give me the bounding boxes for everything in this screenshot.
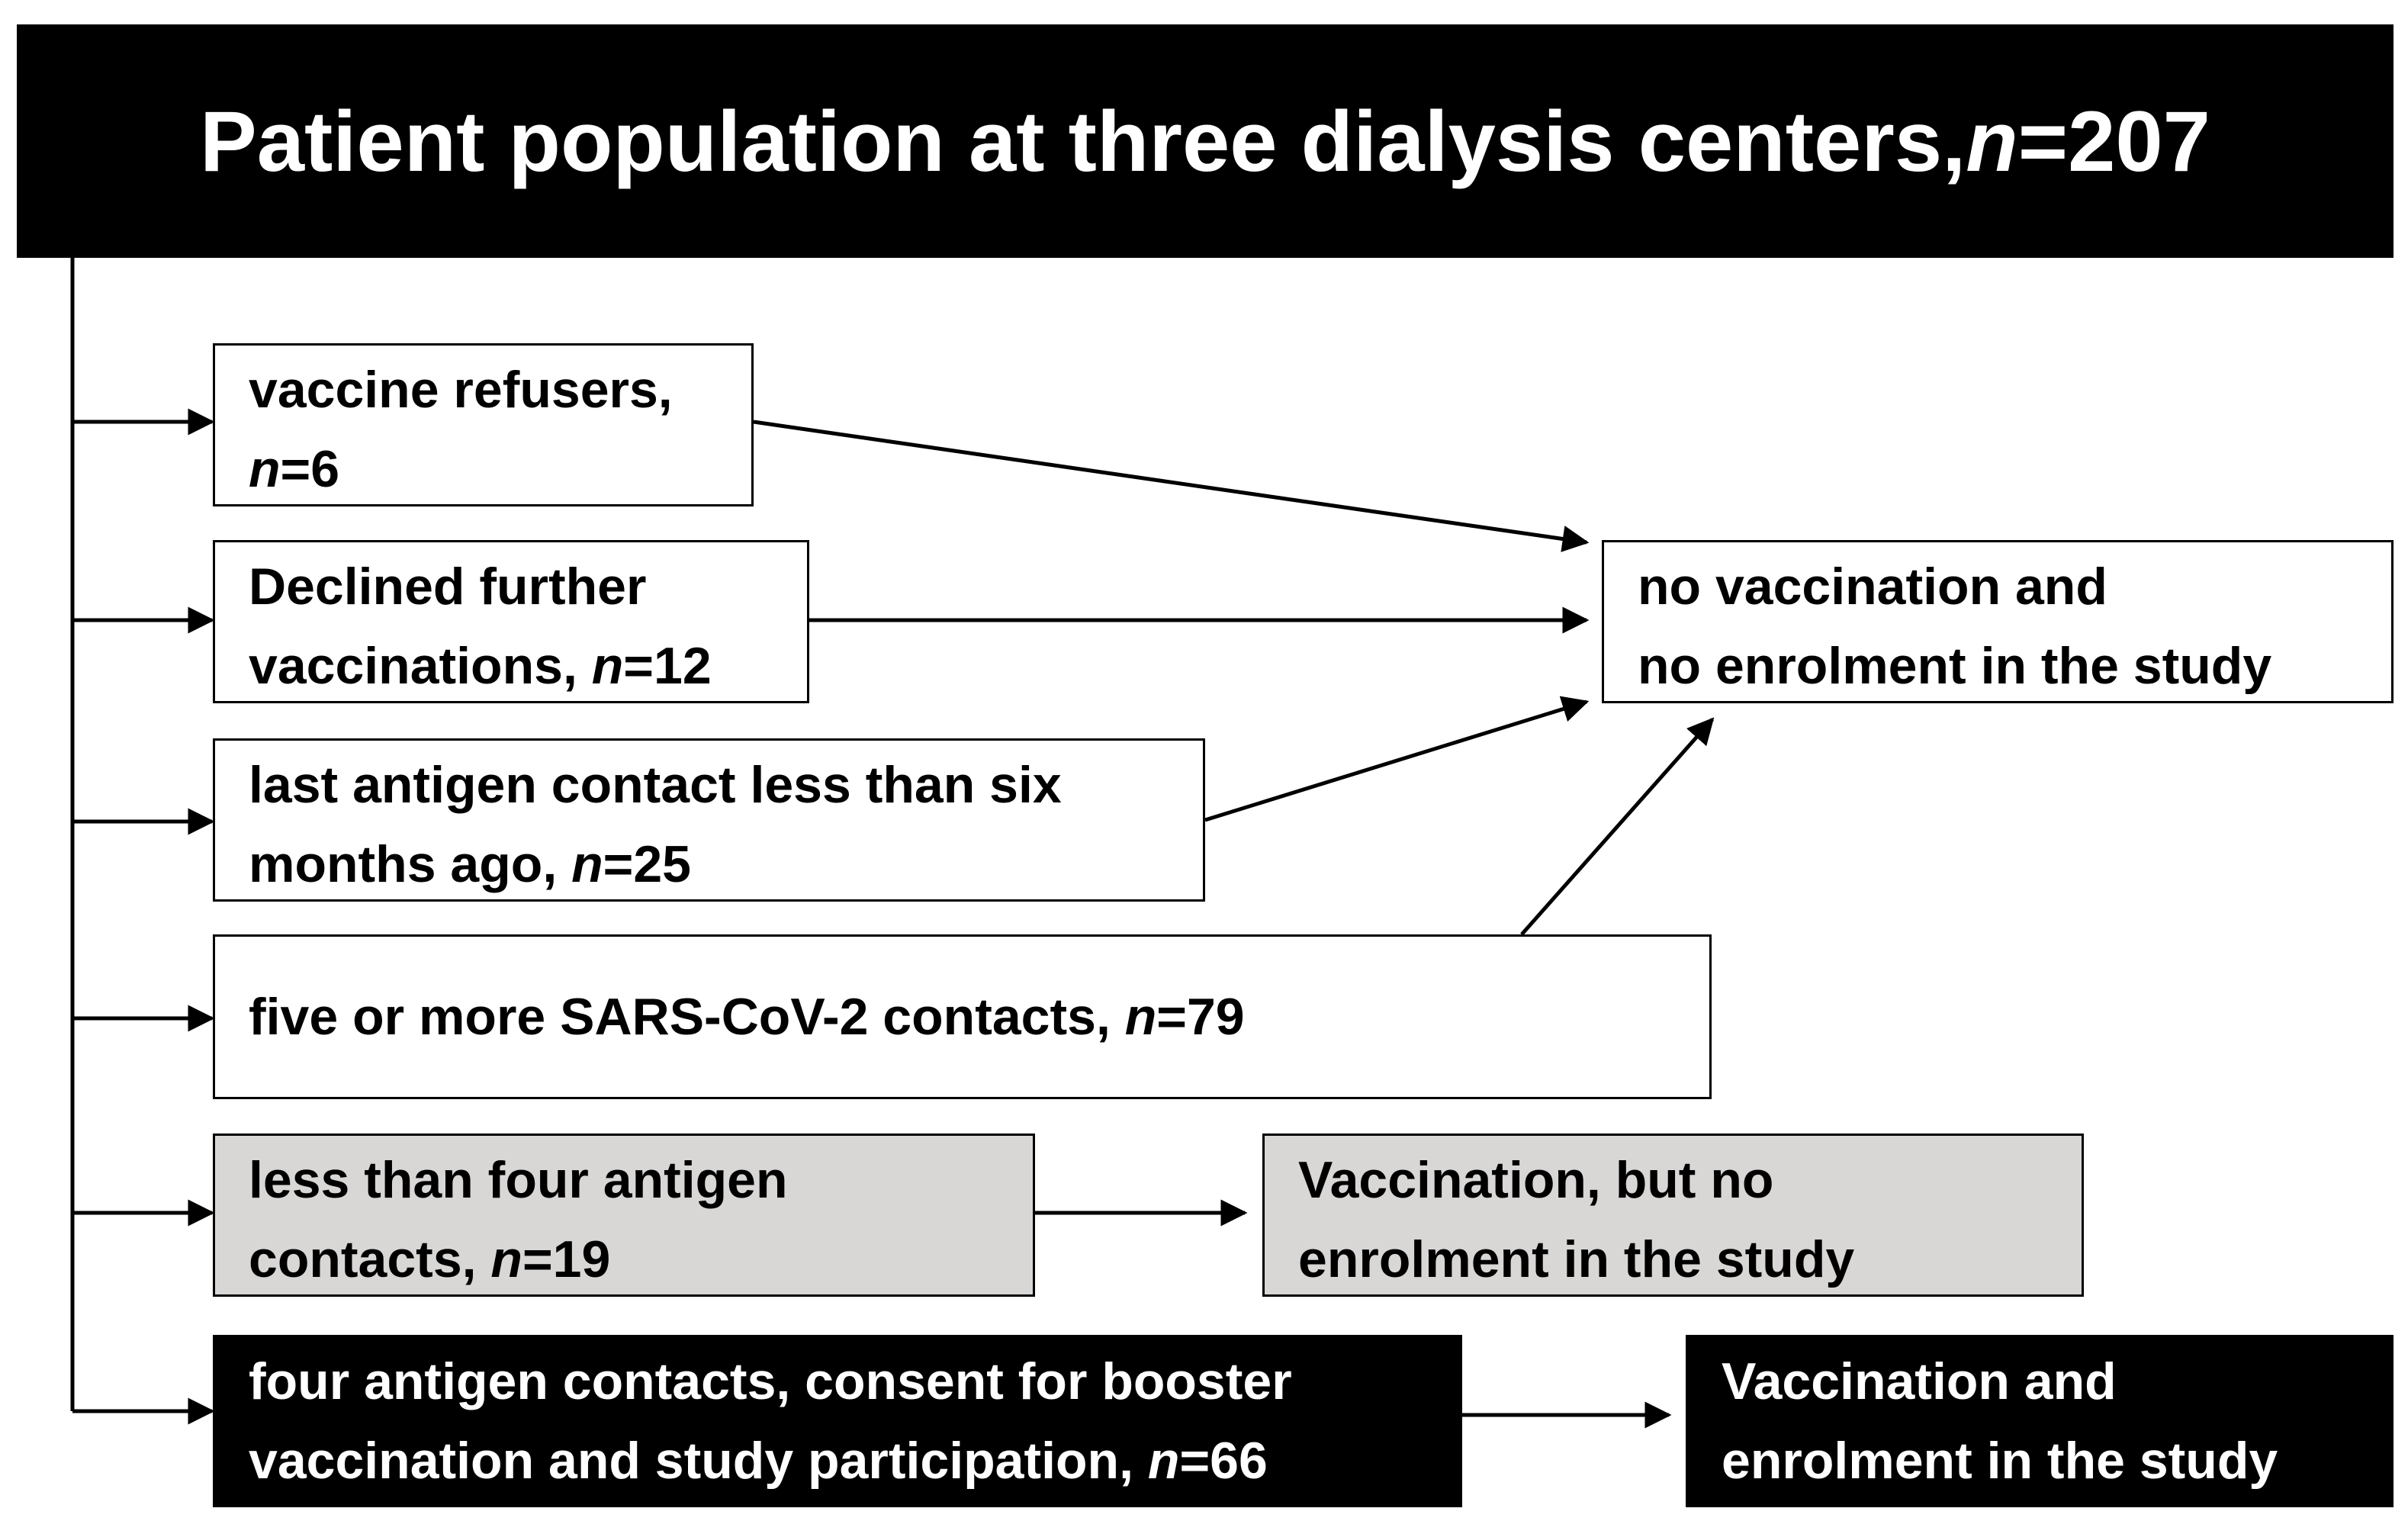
outcome-line: enrolment in the study bbox=[1298, 1230, 1855, 1288]
outcome-line: no vaccination and bbox=[1638, 558, 2107, 616]
n-value: =79 bbox=[1156, 988, 1245, 1046]
box-line: contacts, bbox=[249, 1230, 491, 1288]
box-line: four antigen contacts, consent for boost… bbox=[249, 1352, 1292, 1410]
box-line: less than four antigen bbox=[249, 1151, 788, 1209]
outcome-line: enrolment in the study bbox=[1722, 1432, 2278, 1490]
box-line: five or more SARS-CoV-2 contacts, bbox=[249, 988, 1125, 1046]
n-label: n bbox=[249, 440, 281, 498]
box-line: vaccinations, bbox=[249, 637, 592, 695]
box-four-antigen-contacts: four antigen contacts, consent for boost… bbox=[213, 1335, 1462, 1507]
box-five-or-more-contacts: five or more SARS-CoV-2 contacts, n=79 bbox=[213, 934, 1712, 1099]
arrow-recent-to-none bbox=[1204, 696, 1590, 822]
header-n-label: n bbox=[1966, 93, 2018, 189]
arrow-five-plus-to-none bbox=[1520, 717, 1715, 936]
box-declined-further: Declined further vaccinations, n=12 bbox=[213, 540, 809, 703]
n-label: n bbox=[1147, 1432, 1180, 1490]
header-n-value: =207 bbox=[2017, 93, 2210, 189]
n-label: n bbox=[571, 835, 603, 893]
box-line: vaccine refusers, bbox=[249, 361, 673, 419]
n-label: n bbox=[591, 637, 624, 695]
n-value: =19 bbox=[522, 1230, 611, 1288]
box-line: last antigen contact less than six bbox=[249, 756, 1062, 814]
outcome-line: Vaccination, but no bbox=[1298, 1151, 1774, 1209]
outcome-no-vaccination: no vaccination and no enrolment in the s… bbox=[1602, 540, 2394, 703]
arrow-refusers-to-none bbox=[753, 420, 1590, 552]
header-text: Patient population at three dialysis cen… bbox=[200, 93, 1966, 189]
box-vaccine-refusers: vaccine refusers, n=6 bbox=[213, 343, 754, 506]
header-population: Patient population at three dialysis cen… bbox=[17, 24, 2394, 258]
n-value: =66 bbox=[1179, 1432, 1268, 1490]
box-line: months ago, bbox=[249, 835, 572, 893]
box-recent-antigen-contact: last antigen contact less than six month… bbox=[213, 738, 1205, 902]
box-line: vaccination and study participation, bbox=[249, 1432, 1148, 1490]
outcome-line: Vaccination and bbox=[1722, 1352, 2117, 1410]
outcome-line: no enrolment in the study bbox=[1638, 637, 2272, 695]
box-line: Declined further bbox=[249, 558, 647, 616]
box-less-than-four-contacts: less than four antigen contacts, n=19 bbox=[213, 1134, 1035, 1297]
n-value: =25 bbox=[603, 835, 692, 893]
n-value: =12 bbox=[623, 637, 712, 695]
outcome-vaccination-no-enrolment: Vaccination, but no enrolment in the stu… bbox=[1262, 1134, 2084, 1297]
n-value: =6 bbox=[280, 440, 340, 498]
n-label: n bbox=[1124, 988, 1157, 1046]
outcome-vaccination-and-enrolment: Vaccination and enrolment in the study bbox=[1686, 1335, 2394, 1507]
n-label: n bbox=[490, 1230, 522, 1288]
